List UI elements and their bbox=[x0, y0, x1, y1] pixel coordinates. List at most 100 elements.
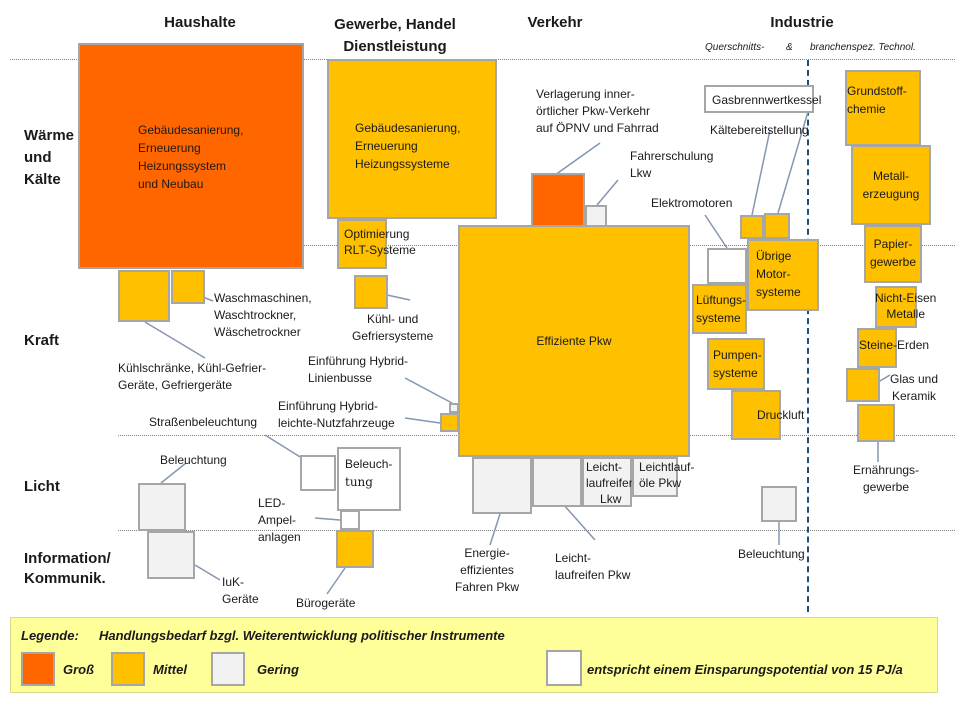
connector-energie-fahren bbox=[489, 513, 501, 546]
connector-kuehlschraenke bbox=[144, 321, 206, 359]
legend-label-gross: Groß bbox=[63, 662, 95, 677]
box-text-line: Optimierung bbox=[344, 227, 410, 241]
box-vk-leicht-oel-text: Leichtlauf- öle Pkw bbox=[639, 459, 694, 491]
box-ghd-beleuchtung-text: Beleuch- tung bbox=[345, 455, 392, 491]
box-vk-fahrerschulung bbox=[585, 205, 607, 227]
row-header-kraft: Kraft bbox=[24, 332, 60, 349]
box-ind-uebrige-motor-text: Übrige Motor- systeme bbox=[756, 247, 801, 301]
box-ghd-buero bbox=[336, 530, 374, 568]
box-ind-grundstoffchemie-text: Grundstoff- chemie bbox=[847, 82, 907, 118]
box-vk-verlagerung bbox=[531, 173, 585, 227]
column-header-haushalte: Haushalte bbox=[164, 14, 236, 31]
label-line: Gefriersysteme bbox=[352, 329, 434, 343]
box-ghd-rlt-text: Optimierung RLT-Systeme bbox=[344, 226, 416, 258]
box-text-line: Gebäudesanierung, bbox=[138, 123, 244, 137]
box-ind-elektromotoren bbox=[707, 248, 747, 284]
box-ghd-gebaeudesanierung-text: Gebäudesanierung, Erneuerung Heizungssys… bbox=[355, 119, 460, 173]
label-line: Waschmaschinen, bbox=[214, 291, 312, 305]
label-led: LED- Ampel- anlagen bbox=[258, 495, 301, 546]
box-ind-grundstoffchemie: Grundstoff- chemie bbox=[845, 70, 921, 146]
legend-swatch-gering bbox=[211, 652, 245, 686]
row-header-waerme-line2: und bbox=[24, 149, 52, 166]
box-ind-ne-metalle-text: Nicht-Eisen Metalle bbox=[875, 290, 936, 322]
label-elektromotoren: Elektromotoren bbox=[651, 196, 733, 210]
label-line: Fahren Pkw bbox=[455, 580, 520, 594]
legend-title: Legende: bbox=[21, 628, 79, 643]
connector-kuehl-gefrier bbox=[386, 294, 411, 301]
legend-swatch-gross bbox=[21, 652, 55, 686]
box-vk-energie-fahren bbox=[472, 457, 532, 514]
label-waschmaschinen: Waschmaschinen, Waschtrockner, Wäschetro… bbox=[214, 290, 312, 341]
box-ind-lueftung-text: Lüftungs- systeme bbox=[696, 291, 746, 327]
box-text-line: RLT-Systeme bbox=[344, 243, 416, 257]
connector-strassen bbox=[264, 434, 306, 461]
industrie-subheader-b: branchenspez. Technol. bbox=[810, 42, 916, 53]
box-ind-gasbrennwertkessel: Gasbrennwertkessel bbox=[704, 85, 821, 113]
box-hh-beleuchtung bbox=[138, 483, 186, 531]
box-ind-pumpen: Pumpen- systeme bbox=[707, 338, 765, 390]
box-vk-leicht-lkw: Leicht- laufreifen Lkw bbox=[582, 457, 635, 507]
label-line: Ernährungs- bbox=[853, 463, 920, 477]
label-buerogeraete: Bürogeräte bbox=[296, 596, 356, 610]
row-header-waerme-line1: Wärme bbox=[24, 127, 75, 144]
box-text-line: Lkw bbox=[600, 492, 622, 506]
box-text-line: öle Pkw bbox=[639, 476, 682, 490]
industrie-divider bbox=[807, 60, 809, 612]
label-line: Leicht- bbox=[555, 551, 592, 565]
box-ghd-gebaeudesanierung: Gebäudesanierung, Erneuerung Heizungssys… bbox=[327, 59, 497, 219]
column-header-industrie: Industrie bbox=[770, 14, 834, 31]
box-text-line: Lüftungs- bbox=[696, 293, 747, 307]
connector-leicht-pkw bbox=[562, 503, 596, 541]
label-line: Linienbusse bbox=[308, 371, 373, 385]
label-kuehlschraenke: Kühlschränke, Kühl-Gefrier- Geräte, Gefr… bbox=[118, 360, 266, 394]
box-text-line: Beleuch- bbox=[345, 457, 393, 471]
box-hh-kuehlschraenke bbox=[118, 270, 170, 322]
label-glas-keramik: Glas und Keramik bbox=[890, 371, 938, 405]
label-line: auf ÖPNV und Fahrrad bbox=[536, 121, 659, 135]
box-ghd-led bbox=[340, 510, 360, 530]
label-verlagerung: Verlagerung inner- örtlicher Pkw-Verkehr… bbox=[536, 86, 659, 137]
box-hh-waschmaschinen bbox=[171, 270, 205, 304]
box-ghd-strassenbeleuchtung bbox=[300, 455, 336, 491]
label-line: Einführung Hybrid- bbox=[308, 354, 409, 368]
box-text-line: Nicht-Eisen bbox=[875, 291, 937, 305]
box-ind-pumpen-text: Pumpen- systeme bbox=[713, 346, 762, 382]
box-ghd-beleuchtung: Beleuch- tung bbox=[337, 447, 401, 511]
box-hh-gebaeudesanierung-text: Gebäudesanierung, Erneuerung Heizungssys… bbox=[138, 121, 243, 193]
box-ind-steine-erden: Steine-Erden bbox=[857, 328, 929, 368]
box-hh-gebaeudesanierung: Gebäudesanierung, Erneuerung Heizungssys… bbox=[78, 43, 304, 269]
label-beleuchtung-ind: Beleuchtung bbox=[738, 547, 805, 561]
box-ind-metallerzeugung-text: Metall- erzeugung bbox=[853, 167, 929, 203]
box-text-line: und Neubau bbox=[138, 177, 204, 191]
legend-title-description: Handlungsbedarf bzgl. Weiterentwicklung … bbox=[99, 628, 505, 643]
connector-hybrid-nfz bbox=[404, 417, 441, 424]
box-ind-glas-keramik bbox=[846, 368, 880, 402]
row-header-info-line1: Information/ bbox=[24, 550, 111, 567]
row-header-licht: Licht bbox=[24, 478, 60, 495]
label-hybrid-nfz: Einführung Hybrid- leichte-Nutzfahrzeuge bbox=[278, 398, 395, 432]
connector-gasbrenn bbox=[777, 104, 811, 214]
label-leicht-pkw: Leicht- laufreifen Pkw bbox=[555, 550, 630, 584]
label-beleuchtung-hh: Beleuchtung bbox=[160, 453, 227, 467]
box-ghd-rlt: Optimierung RLT-Systeme bbox=[337, 219, 416, 269]
legend-label-mittel: Mittel bbox=[153, 662, 187, 677]
connector-led bbox=[314, 517, 341, 521]
industrie-subheader-amp: & bbox=[786, 42, 793, 53]
box-text-line: Pumpen- bbox=[713, 348, 762, 362]
label-line: Keramik bbox=[892, 389, 937, 403]
box-vk-hybrid-nfz bbox=[440, 413, 459, 432]
box-ind-steine-erden-text: Steine-Erden bbox=[859, 338, 930, 352]
box-ind-ernaehrung bbox=[857, 404, 895, 442]
label-ernaehrungsgewerbe: Ernährungs- gewerbe bbox=[853, 462, 919, 496]
label-line: effizientes bbox=[460, 563, 514, 577]
box-text-line: Erneuerung bbox=[138, 141, 201, 155]
column-header-gewerbe: Gewerbe, Handel Dienstleistung bbox=[320, 14, 470, 58]
box-ind-kaelte bbox=[740, 215, 764, 239]
row-header-waerme-line3: Kälte bbox=[24, 171, 61, 188]
box-text-line: Motor- bbox=[756, 267, 791, 281]
box-vk-leicht-lkw-text: Leicht- laufreifen Lkw bbox=[586, 459, 635, 507]
box-text-line: laufreifen bbox=[586, 476, 636, 490]
label-line: Geräte, Gefriergeräte bbox=[118, 378, 233, 392]
row-header-waerme: Wärme und Kälte bbox=[24, 125, 74, 191]
label-line: leichte-Nutzfahrzeuge bbox=[278, 416, 395, 430]
